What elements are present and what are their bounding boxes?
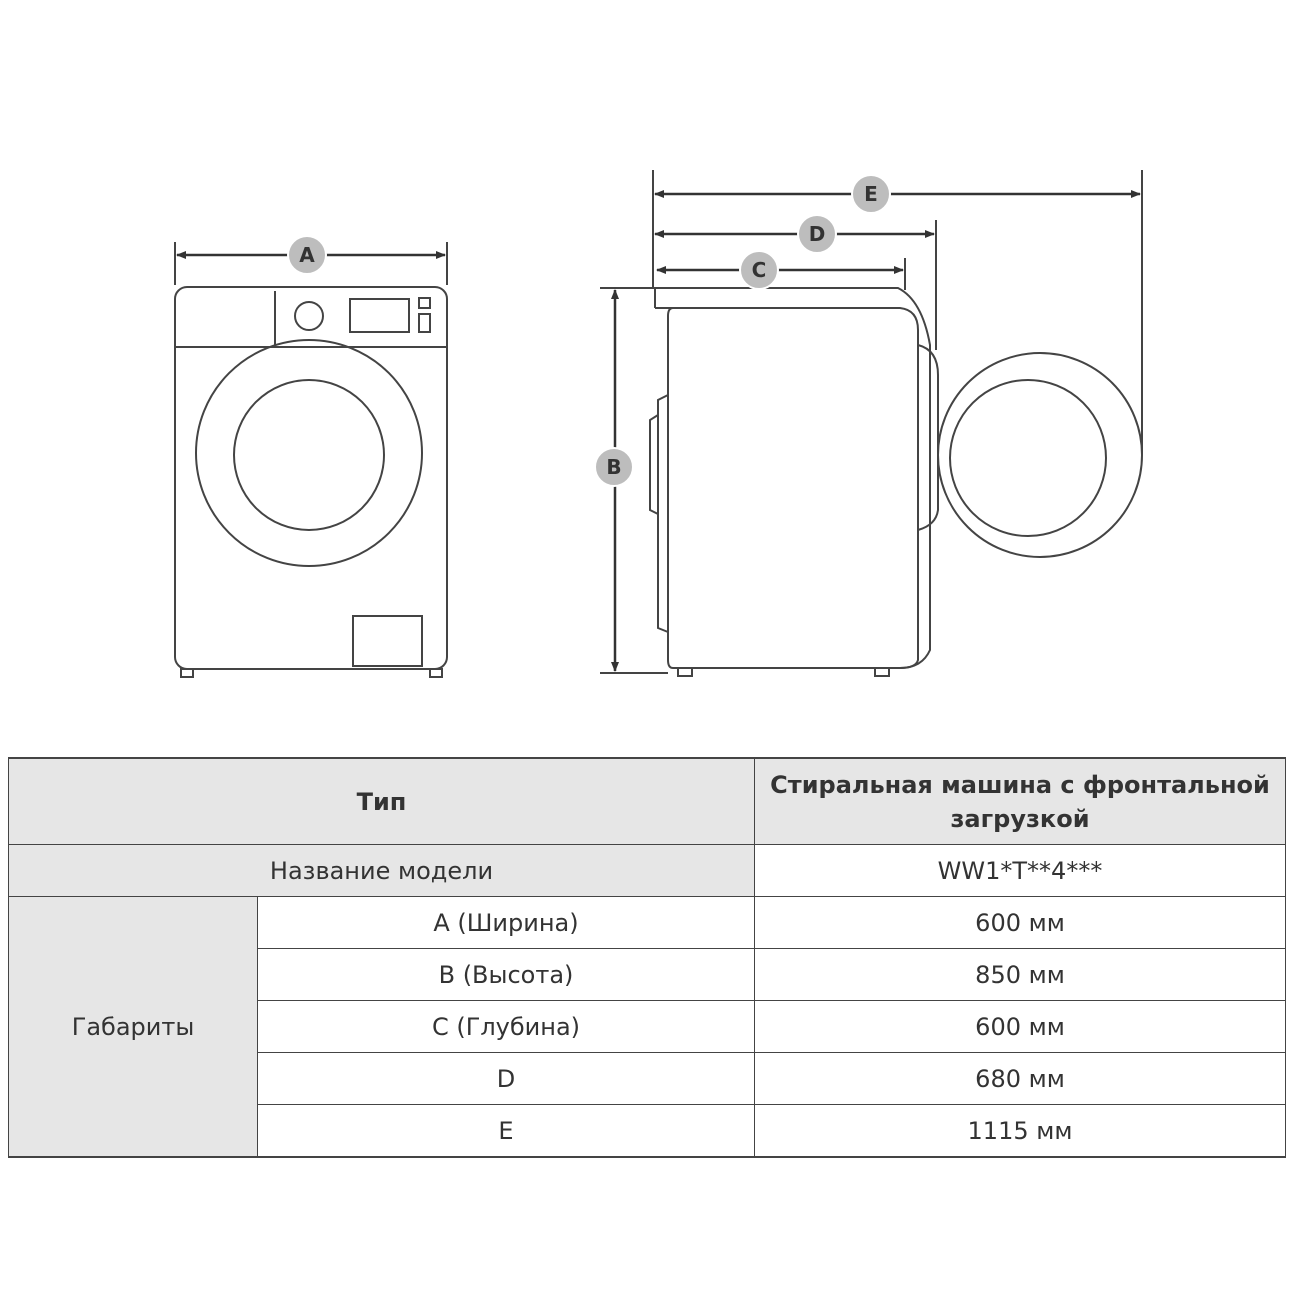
- table-row: D 680 мм: [9, 1052, 1286, 1105]
- row-label: D: [257, 1052, 755, 1105]
- dimension-c-label: C: [752, 258, 767, 282]
- table-row: E 1115 мм: [9, 1104, 1286, 1158]
- dimension-e: E: [654, 174, 1141, 214]
- program-knob: [294, 301, 324, 331]
- dimension-d-label: D: [809, 222, 826, 246]
- dimension-b: B: [594, 287, 668, 674]
- control-display: [349, 298, 410, 333]
- dimension-d: D: [654, 214, 935, 254]
- extension-lines: [652, 170, 1143, 455]
- row-label: C (Глубина): [257, 1000, 755, 1053]
- side-view-washer: [649, 287, 1143, 677]
- group-label: Габариты: [8, 896, 258, 1158]
- table-row: Название модели WW1*T**4***: [8, 844, 1286, 897]
- front-view-washer: [174, 286, 448, 678]
- dimension-c: C: [656, 250, 904, 290]
- model-value: WW1*T**4***: [754, 844, 1286, 897]
- row-value: 680 мм: [754, 1052, 1286, 1105]
- row-label: A (Ширина): [257, 896, 755, 949]
- type-label: Тип: [8, 757, 755, 845]
- row-value: 850 мм: [754, 948, 1286, 1001]
- type-value: Стиральная машина с фронтальной загрузко…: [754, 757, 1286, 845]
- row-label: E: [257, 1104, 755, 1158]
- table-row: Тип Стиральная машина с фронтальной загр…: [8, 757, 1286, 845]
- door-outer: [195, 339, 423, 567]
- spec-table: Тип Стиральная машина с фронтальной загр…: [8, 757, 1286, 1158]
- filter-cover: [352, 615, 423, 667]
- row-value: 600 мм: [754, 1000, 1286, 1053]
- open-door-inner: [949, 379, 1107, 537]
- dimensions-diagram: A B C: [174, 170, 1143, 678]
- door-inner: [233, 379, 385, 531]
- dimension-a: A: [174, 235, 448, 285]
- row-label: B (Высота): [257, 948, 755, 1001]
- dimension-e-label: E: [864, 182, 878, 206]
- dimension-b-label: B: [606, 455, 621, 479]
- open-door-outer: [937, 352, 1143, 558]
- row-value: 600 мм: [754, 896, 1286, 949]
- row-value: 1115 мм: [754, 1104, 1286, 1158]
- table-row: Габариты A (Ширина) 600 мм: [8, 896, 1286, 1158]
- table-row: C (Глубина) 600 мм: [9, 1000, 1286, 1053]
- model-label: Название модели: [8, 844, 755, 897]
- dimension-a-label: A: [299, 243, 315, 267]
